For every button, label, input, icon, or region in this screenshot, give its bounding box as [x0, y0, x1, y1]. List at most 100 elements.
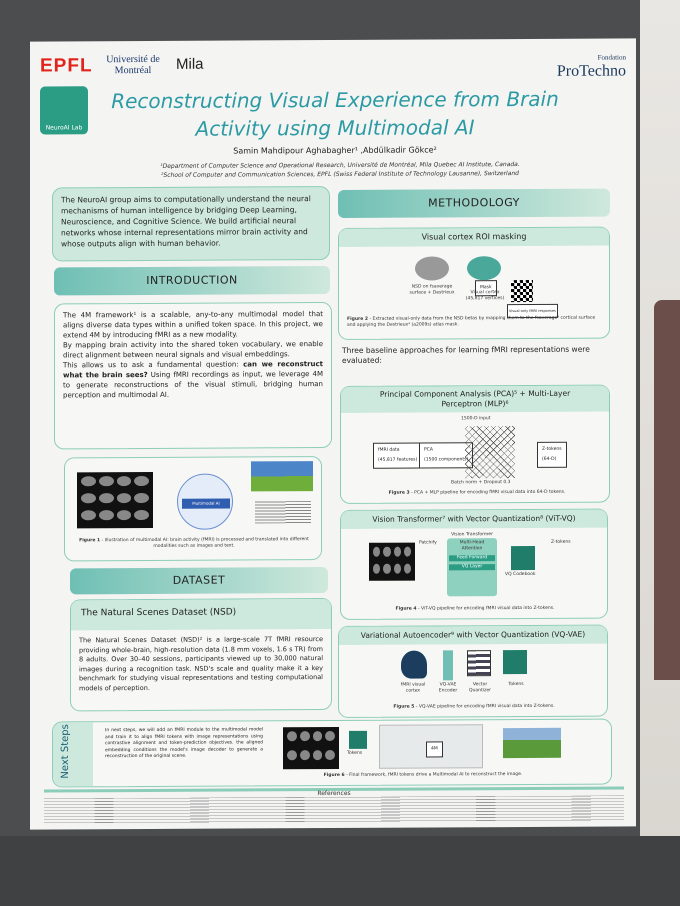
dataset-subheading: The Natural Scenes Dataset (NSD): [71, 599, 331, 631]
z-tokens-label: Z-tokens: [551, 539, 571, 545]
qr-pattern: [511, 279, 533, 303]
text-output: [255, 501, 311, 524]
fig2-label: Figure 2: [347, 316, 369, 322]
figure-2-caption: Figure 2 - Extracted visual-only data fr…: [347, 316, 603, 329]
poster: EPFL Université de Montréal Mila Fondati…: [30, 38, 636, 830]
roi-label-2: Visual cortex (45,817 vertices): [465, 290, 505, 302]
vae-label-d: Tokens: [508, 682, 524, 688]
protechno-name: ProTechno: [556, 62, 626, 80]
dataset-banner: DATASET: [70, 567, 328, 595]
figure-5-caption: Figure 5 - VQ-VAE pipeline for encoding …: [347, 704, 601, 711]
landscape-image: [251, 461, 313, 492]
neuroai-lab-logo: NeuroAI Lab: [40, 86, 88, 135]
vae-box: Variational Autoencoder⁹ with Vector Qua…: [338, 624, 608, 718]
hub-label: Multimodal AI: [182, 498, 230, 509]
intro-p3: This allows us to ask a fundamental ques…: [63, 359, 323, 400]
figure-1-caption: Figure 1 - Illustration of multimodal AI…: [73, 537, 315, 550]
vae-label-c: Vector Quantizer: [469, 682, 491, 694]
intro-p2: By mapping brain activity into the share…: [63, 340, 323, 360]
pca-bottom-label: Batch norm + Dropout 0.3: [451, 480, 511, 486]
tokens-icon: [503, 649, 527, 675]
n1s: (45,817 features): [378, 457, 418, 463]
next-tokens-icon: [349, 730, 367, 749]
patchify-label: Patchify: [419, 540, 437, 546]
introduction-heading: INTRODUCTION: [146, 273, 238, 287]
4m-diagram: 4M: [379, 724, 483, 769]
authors: Samin Mahdipour Aghabagher¹ ,Abdülkadir …: [233, 145, 437, 156]
fig5-label: Figure 5: [393, 704, 415, 710]
fig6-text: - Final framework, fMRI tokens drive a M…: [344, 772, 523, 778]
mlp-network-icon: [465, 426, 515, 479]
masked-brain-icon: [467, 256, 501, 281]
methodology-heading: METHODOLOGY: [428, 196, 520, 210]
fig6-label: Figure 6: [323, 772, 345, 779]
4m-label: 4M: [426, 741, 443, 758]
poster-title: Reconstructing Visual Experience from Br…: [111, 86, 559, 141]
mila-logo: Mila: [176, 55, 204, 73]
n2: PCA: [424, 447, 433, 453]
vit-block: Multi-Head Attention Feed Forward VQ Lay…: [447, 538, 497, 597]
references: References: [44, 786, 624, 826]
next-brain-grid: [283, 726, 339, 770]
floor: [0, 836, 680, 906]
vit-brain-grid: [369, 542, 415, 581]
encoder-icon: [443, 650, 453, 681]
multimodal-hub: Multimodal AI: [177, 473, 233, 530]
reconstructed-image: [503, 727, 561, 759]
figure-3-caption: Figure 3 - PCA + MLP pipeline for encodi…: [349, 490, 605, 497]
affiliations: ¹Department of Computer Science and Oper…: [70, 160, 610, 181]
vit-label: Vision Transformer: [451, 532, 493, 538]
n3s: (64-D): [542, 456, 557, 462]
figure-6-caption: Figure 6 - Final framework, fMRI tokens …: [283, 772, 563, 779]
dataset-heading: DATASET: [172, 573, 226, 587]
n2s: (1500 components): [424, 457, 469, 463]
node-ztokens: Z-tokens (64-D): [537, 441, 567, 468]
fig1-text: - Illustration of multimodal AI: brain a…: [100, 537, 309, 549]
fig4-text: - ViT-VQ pipeline for encoding fMRI visu…: [416, 605, 555, 612]
fig1-label: Figure 1: [79, 538, 101, 544]
affiliation-2: ²School of Computer and Communication Sc…: [161, 170, 519, 179]
methodology-banner: METHODOLOGY: [338, 188, 610, 218]
background-person: [654, 300, 680, 680]
vit-box: Vision Transformer⁷ with Vector Quantiza…: [340, 508, 608, 620]
quantizer-icon: [467, 650, 491, 677]
figure-4-caption: Figure 4 - ViT-VQ pipeline for encoding …: [349, 606, 601, 613]
fig4-label: Figure 4: [395, 606, 417, 612]
baseline-text: Three baseline approaches for learning f…: [342, 344, 590, 365]
group-blurb-text: The NeuroAI group aims to computationall…: [61, 194, 311, 249]
vit-title: Vision Transformer⁷ with Vector Quantiza…: [341, 509, 607, 529]
n3: Z-tokens: [542, 446, 562, 452]
vit-ff: Feed Forward: [449, 555, 495, 562]
dataset-text: The Natural Scenes Dataset (NSD)² is a l…: [79, 635, 323, 692]
group-blurb: The NeuroAI group aims to computationall…: [52, 186, 330, 262]
introduction-banner: INTRODUCTION: [54, 266, 330, 296]
vae-label-b: VQ-VAE Encoder: [438, 682, 458, 694]
n1: fMRI data: [378, 447, 400, 453]
codebook-label: VQ Codebook: [505, 571, 536, 578]
intro-p3a: This allows us to ask a fundamental ques…: [63, 360, 244, 370]
references-list: [44, 795, 624, 825]
fmri-brain-grid: [77, 471, 153, 529]
vq-codebook-icon: [511, 545, 535, 571]
dataset-box: The Natural Scenes Dataset (NSD) The Nat…: [70, 598, 332, 712]
pca-title: Principal Component Analysis (PCA)⁵ + Mu…: [341, 385, 609, 413]
brain-icon: [415, 256, 449, 281]
introduction-box: The 4M framework¹ is a scalable, any-to-…: [54, 302, 332, 450]
roi-box: Visual cortex ROI masking NSD on fsavera…: [338, 226, 610, 340]
fig5-text: - VQ-VAE pipeline for encoding fMRI visu…: [414, 703, 555, 710]
next-steps-text: In next steps, we will add an fMRI modul…: [105, 727, 263, 760]
next-steps-tab: Next Steps: [53, 722, 93, 787]
node-fmri: fMRI data (45,817 features): [373, 442, 423, 469]
head-icon: [401, 650, 427, 679]
fig2-text: - Extracted visual-only data from the NS…: [347, 315, 596, 328]
epfl-logo: EPFL: [40, 55, 93, 77]
vae-title: Variational Autoencoder⁹ with Vector Qua…: [339, 625, 607, 645]
figure-1: Multimodal AI Figure 1 - Illustration of…: [64, 456, 322, 562]
pca-box: Principal Component Analysis (PCA)⁵ + Mu…: [340, 384, 610, 504]
next-steps-heading: Next Steps: [60, 724, 72, 779]
fig3-label: Figure 3: [388, 490, 410, 496]
roi-title: Visual cortex ROI masking: [339, 227, 609, 247]
intro-p1: The 4M framework¹ is a scalable, any-to-…: [63, 310, 323, 340]
vae-label-a: fMRI visual cortex: [400, 682, 426, 694]
